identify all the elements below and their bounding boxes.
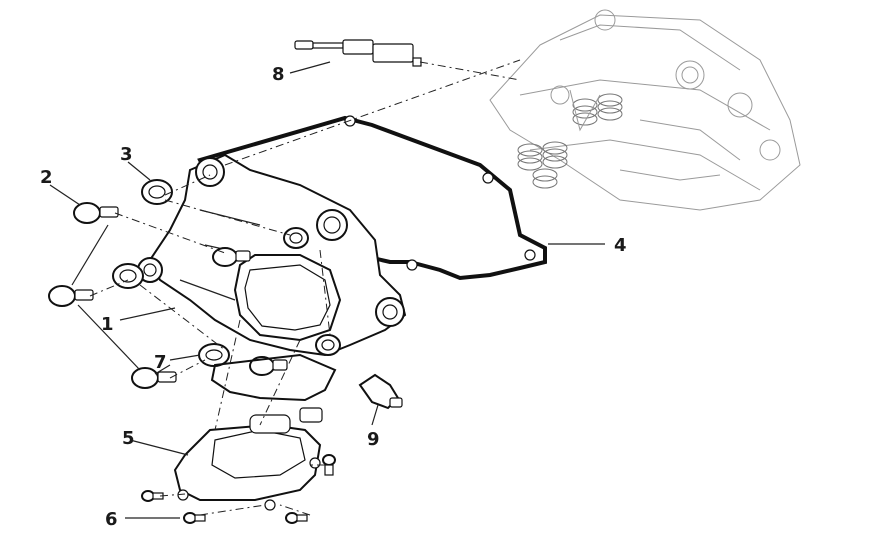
callout-8: 8 [272,64,285,85]
callout-3: 3 [120,144,133,165]
breather-gasket [210,353,337,402]
leader-lines [49,59,605,519]
rubber-grommets [112,179,230,367]
callout-5: 5 [122,428,135,449]
sensor-plug [358,373,403,410]
breather-screws [141,454,336,524]
callout-6: 6 [105,509,118,530]
callout-7: 7 [154,352,167,373]
callout-4: 4 [614,235,627,256]
callout-labels: 1 2 3 4 5 6 7 8 9 [40,64,627,530]
cylinder-head-drawing [489,9,801,211]
cover-bolts [48,202,288,389]
valve-cover [137,153,407,357]
breather-cover [173,407,323,511]
callout-2: 2 [40,167,53,188]
spark-plug [294,39,422,67]
callout-9: 9 [367,429,380,450]
callout-1: 1 [101,314,114,335]
